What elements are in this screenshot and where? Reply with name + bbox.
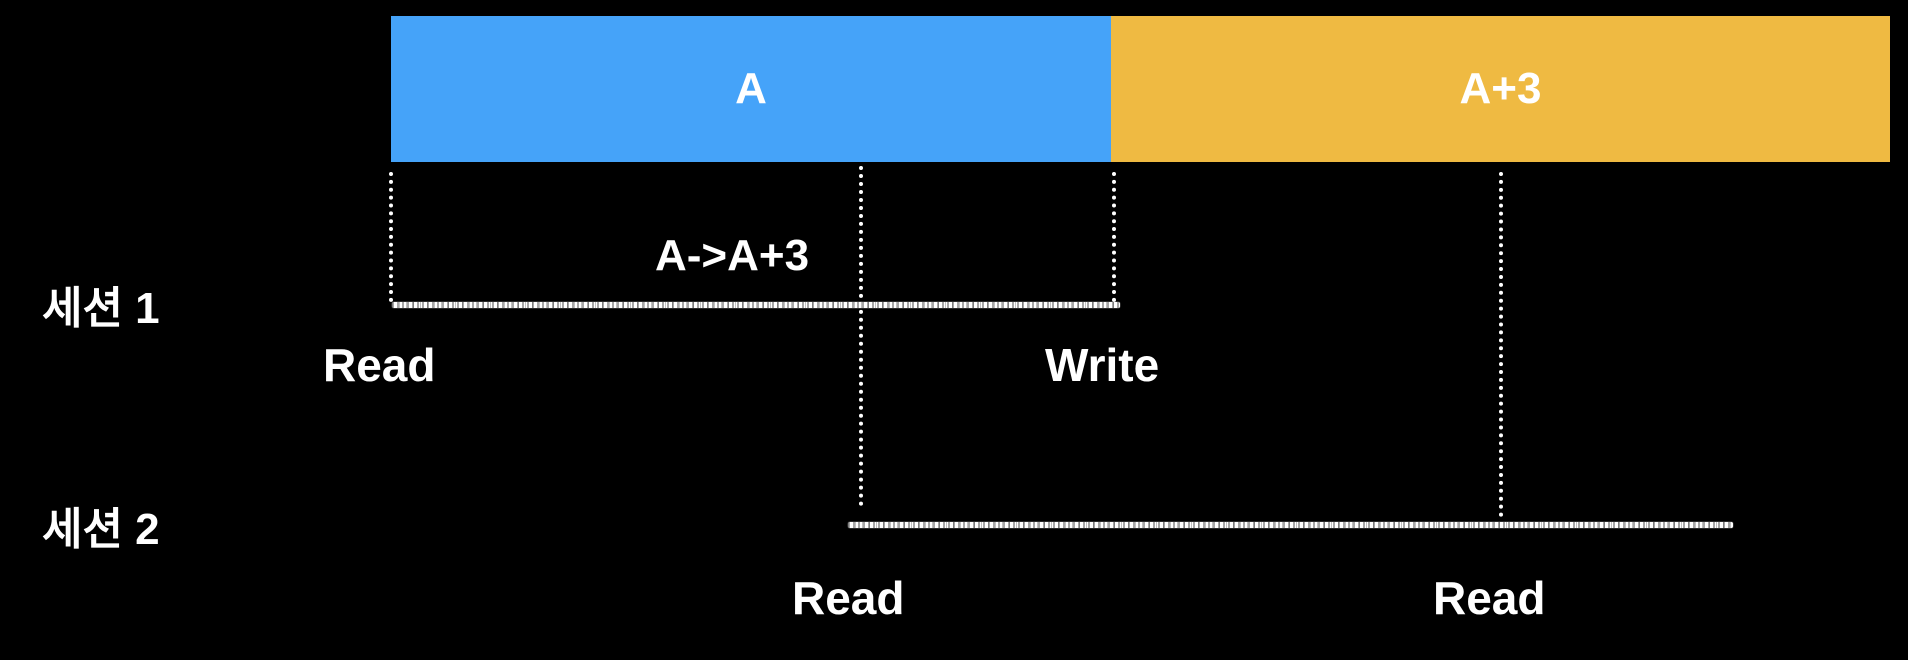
session2-timeline	[848, 522, 1733, 528]
connector-session2-read	[859, 166, 863, 506]
connector-session1-read	[389, 172, 393, 302]
session2-label: 세션 2	[42, 505, 160, 554]
session2-first-read-label: Read	[792, 572, 905, 624]
session1-read-label: Read	[323, 339, 436, 391]
value-bar-a-label: A	[735, 64, 767, 113]
value-bar-a: A	[391, 16, 1111, 162]
session1-timeline	[392, 302, 1120, 308]
session2-second-read-label: Read	[1433, 572, 1546, 624]
operation-label: A->A+3	[655, 231, 810, 280]
value-bar-a-plus-3: A+3	[1111, 16, 1890, 162]
connector-session1-write	[1112, 172, 1116, 302]
session1-write-label: Write	[1045, 339, 1160, 391]
connector-session2-second-read	[1499, 172, 1503, 517]
value-bar-a-plus-3-label: A+3	[1459, 64, 1542, 113]
session1-label: 세션 1	[42, 284, 160, 333]
